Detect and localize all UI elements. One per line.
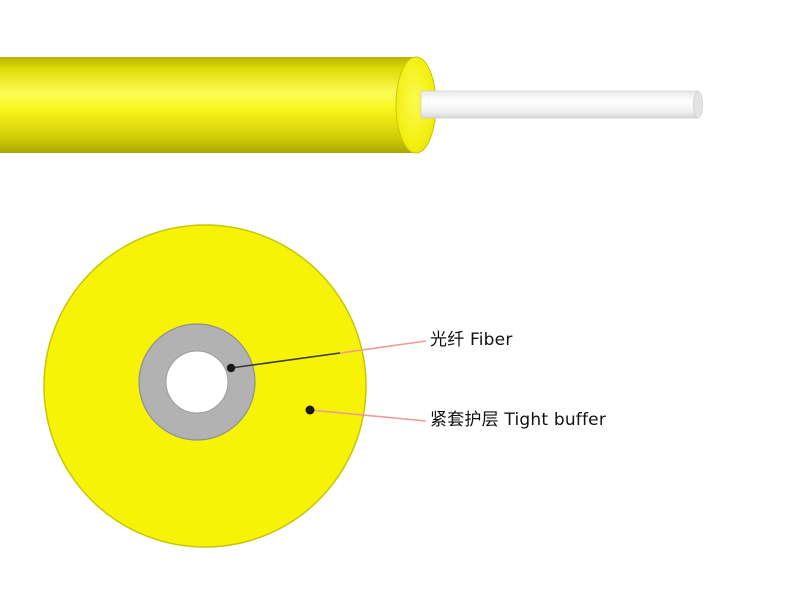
fiber-leader-line-dark bbox=[230, 352, 341, 369]
fiber-end-cap bbox=[693, 90, 703, 119]
fiber-leader-line-pink bbox=[339, 340, 427, 354]
tight-buffer-label: 紧套护层 Tight buffer bbox=[430, 410, 607, 430]
buffer-leader-line bbox=[309, 409, 427, 422]
cable-jacket-cylinder bbox=[0, 57, 417, 153]
cross-section-view bbox=[43, 224, 367, 548]
fiber-anchor-dot bbox=[226, 363, 236, 373]
buffer-anchor-dot bbox=[305, 405, 315, 415]
fiber-core-circle bbox=[165, 350, 229, 414]
cable-3d-view bbox=[0, 56, 703, 154]
fiber-strand bbox=[420, 90, 699, 119]
fiber-label: 光纤 Fiber bbox=[430, 330, 513, 350]
callout-leaders bbox=[226, 340, 427, 422]
